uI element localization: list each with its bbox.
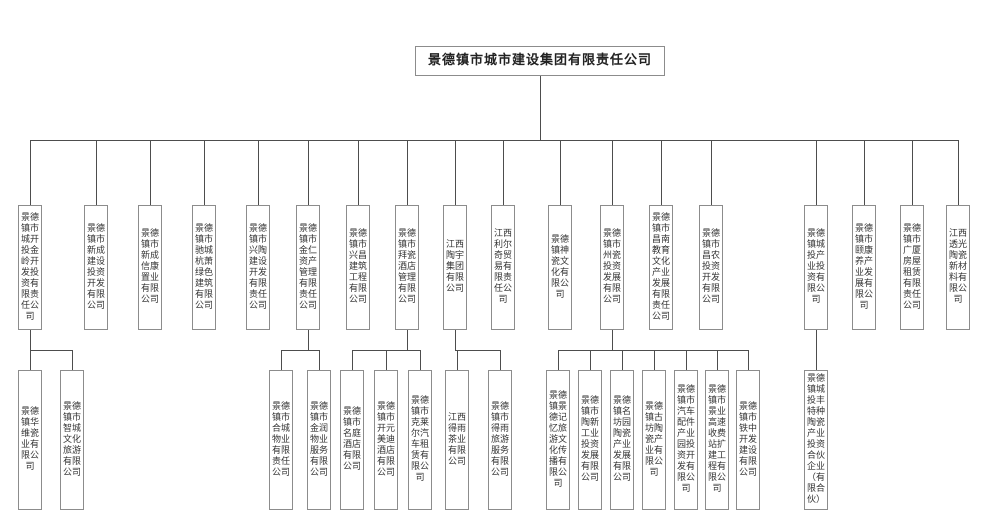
- org-node-level2: 景德镇市广厦房屋租赁有限责任公司: [900, 205, 924, 330]
- org-node-level2: 景德镇市城开投金岭开发投资有限责任公司: [18, 205, 42, 330]
- connector-line: [912, 140, 913, 205]
- connector-line: [281, 350, 320, 351]
- org-node-level3: 景德镇名坊园陶瓷产业发展有限公司: [610, 370, 634, 510]
- connector-line: [654, 350, 655, 370]
- connector-line: [150, 140, 151, 205]
- connector-line: [612, 330, 613, 350]
- connector-line: [540, 76, 541, 140]
- org-node-level2: 景德镇市新成建设投资开发有限公司: [84, 205, 108, 330]
- connector-line: [686, 350, 687, 370]
- org-node-level3: 景德镇市铁中开发建设有限公司: [736, 370, 760, 510]
- connector-line: [72, 350, 73, 370]
- org-node-level2: 景德镇市兴陶建设开发有限责任公司: [246, 205, 270, 330]
- org-node-level3: 景德镇市得雨旅游服务有限公司: [488, 370, 512, 510]
- connector-line: [319, 350, 320, 370]
- connector-line: [612, 140, 613, 205]
- connector-line: [717, 350, 718, 370]
- connector-line: [352, 350, 353, 370]
- connector-line: [281, 350, 282, 370]
- connector-line: [711, 140, 712, 205]
- org-node-level2: 景德镇市兴昌建筑工程有限公司: [346, 205, 370, 330]
- connector-line: [30, 350, 31, 370]
- connector-line: [308, 330, 309, 350]
- connector-line: [503, 140, 504, 205]
- connector-line: [958, 140, 959, 205]
- connector-line: [30, 140, 31, 205]
- org-node-level2: 景德镇市州瓷投资发展有限公司: [600, 205, 624, 330]
- org-node-level2: 景德镇市金仁资产管理有限责任公司: [296, 205, 320, 330]
- connector-line: [864, 140, 865, 205]
- org-node-level2: 江西陶宇集团有限公司: [443, 205, 467, 330]
- org-node-level3: 景德镇市智城文化旅游有限公司: [60, 370, 84, 510]
- connector-line: [558, 350, 559, 370]
- org-node-level3: 景德镇市汽车配件产业园投资开发有限公司: [674, 370, 698, 510]
- connector-line: [661, 140, 662, 205]
- org-node-level3: 江西得雨茶业有限公司: [445, 370, 469, 510]
- org-node-level3: 景德镇华维瓷业有限公司: [18, 370, 42, 510]
- org-node-level3: 景德镇市景业高速收费站扩建工程有限公司: [705, 370, 729, 510]
- connector-line: [420, 350, 421, 370]
- connector-line: [816, 140, 817, 205]
- connector-line: [30, 350, 73, 351]
- connector-line: [455, 350, 501, 351]
- connector-line: [748, 350, 749, 370]
- connector-line: [457, 350, 458, 370]
- org-node-root: 景德镇市城市建设集团有限责任公司: [415, 46, 665, 76]
- connector-line: [560, 140, 561, 205]
- org-node-level3: 景德镇市克莱尔汽车租赁有限公司: [408, 370, 432, 510]
- connector-line: [308, 140, 309, 205]
- org-node-level2: 景德镇市昌农投资开发有限公司: [699, 205, 723, 330]
- connector-line: [358, 140, 359, 205]
- org-node-level2: 景德镇市颐康养产业发展有限公司: [852, 205, 876, 330]
- connector-line: [816, 350, 817, 370]
- connector-line: [407, 140, 408, 205]
- connector-line: [816, 330, 817, 350]
- org-node-level2: 景德镇市驰城杭萧绿色建筑有限公司: [192, 205, 216, 330]
- connector-line: [622, 350, 623, 370]
- connector-line: [407, 330, 408, 350]
- connector-line: [590, 350, 591, 370]
- connector-line: [455, 330, 456, 350]
- org-node-level3: 景德镇市名庭酒店有限公司: [340, 370, 364, 510]
- org-node-level2: 景德镇市昌南教育文化产业发展有限责任公司: [649, 205, 673, 330]
- org-node-level3: 景德镇城投丰特种陶瓷产业投资合伙企业（有限合伙）: [804, 370, 828, 510]
- org-node-level2: 景德镇市新成信康置业有限公司: [138, 205, 162, 330]
- org-node-level3: 景德镇市合城物业有限责任公司: [269, 370, 293, 510]
- org-node-level2: 江西透光陶瓷新材料有限公司: [946, 205, 970, 330]
- org-node-level2: 景德镇神瓷文化有限公司: [548, 205, 572, 330]
- connector-line: [204, 140, 205, 205]
- connector-line: [258, 140, 259, 205]
- org-node-level2: 景德镇市拜瓷酒店管理有限公司: [395, 205, 419, 330]
- org-node-level3: 景德镇古坊陶瓷产业有限公司: [642, 370, 666, 510]
- connector-line: [386, 350, 387, 370]
- connector-line: [455, 140, 456, 205]
- connector-line: [96, 140, 97, 205]
- org-node-level2: 景德镇城投产业投资有限公司: [804, 205, 828, 330]
- connector-line: [30, 140, 959, 141]
- org-node-level3: 景德镇市陶新工业投资发展有限公司: [578, 370, 602, 510]
- org-node-level3: 景德镇景德记忆旅游文化传播有限公司: [546, 370, 570, 510]
- org-node-level2: 江西利尔奇贸易有限责任公司: [491, 205, 515, 330]
- connector-line: [30, 330, 31, 350]
- org-node-level3: 景德镇市开元美迪酒店有限公司: [374, 370, 398, 510]
- connector-line: [558, 350, 749, 351]
- connector-line: [500, 350, 501, 370]
- org-node-level3: 景德镇市金润物业服务有限公司: [307, 370, 331, 510]
